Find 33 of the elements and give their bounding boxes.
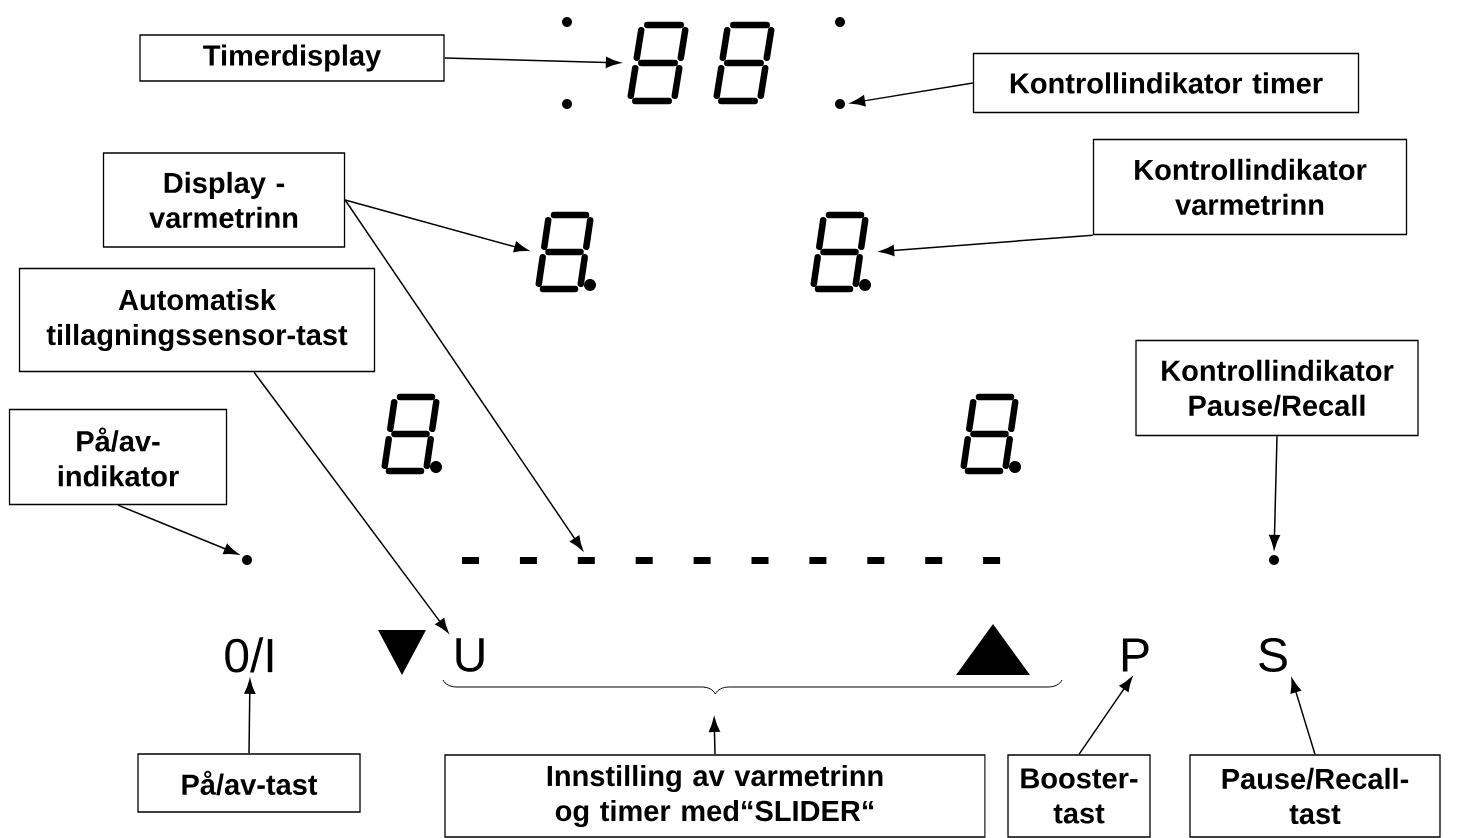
segment-display [960,393,1021,475]
segment-display [381,393,442,475]
arrow [117,504,239,555]
callout-box: Display - varmetrinn [102,152,346,248]
arrow [850,82,974,107]
key-label: S [1259,638,1287,672]
arrow [253,371,449,633]
callout-box: Kontrollindikator varmetrinn [1092,138,1408,236]
key-label: U [456,638,484,672]
callout-box: Kontrollindikator timer [972,52,1360,114]
callout-box: Booster-tast [1007,754,1151,838]
slider-dashes [462,557,1001,564]
arrow [244,679,256,755]
segment-display [535,211,596,293]
arrow [1078,677,1133,756]
segment-display [627,21,775,105]
arrow [879,234,1094,256]
callout-box: På/av-tast [137,753,361,813]
callout-box: Pause/Recall-tast [1189,754,1441,838]
arrow [709,717,720,756]
arrow [344,199,529,253]
segment-display [810,211,871,293]
callout-box: På/av-indikator [8,408,228,506]
callout-box: Automatisk tillagningssensor-tast [18,267,376,373]
arrow [443,57,621,68]
arrow [1269,435,1280,550]
key-label: 0/I [225,637,273,673]
callout-box: Timerdisplay [139,34,445,82]
callout-box: Innstilling av varmetrinn og timer med“SLIDER“ [444,754,986,838]
callout-box: Kontrollindikator Pause/Recall [1135,339,1419,437]
arrow [344,199,583,551]
key-label: P [1122,638,1149,672]
arrow [1290,678,1316,756]
